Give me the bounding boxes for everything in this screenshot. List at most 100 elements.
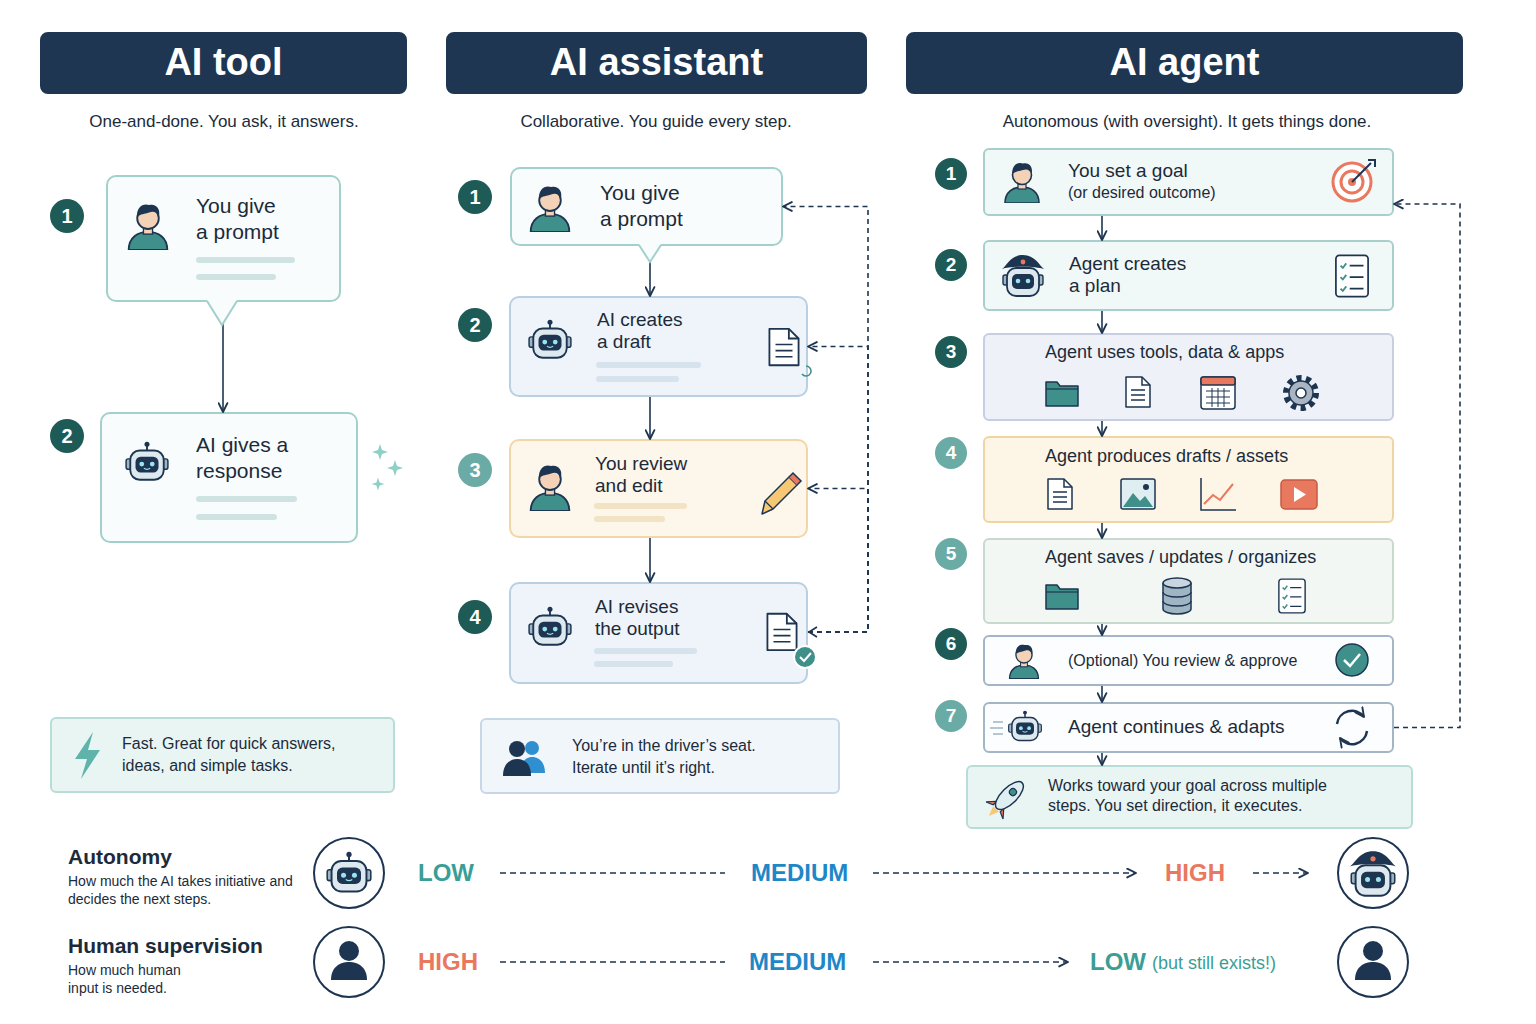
- node-text: AI creates a draft: [597, 309, 697, 355]
- callout-number: 1: [946, 164, 957, 185]
- callout-number: 2: [61, 425, 72, 447]
- asset-icons: [1048, 478, 1317, 510]
- flow-arrow: [1101, 753, 1103, 765]
- callout-number: 5: [946, 544, 957, 565]
- scale-level: HIGH: [418, 949, 478, 975]
- response-box: AI gives a response: [100, 412, 358, 543]
- node-text: Agent saves / updates / organizes: [1045, 547, 1385, 569]
- flow-arrow: [1101, 624, 1103, 635]
- people-icon: [503, 741, 545, 776]
- callout-number: 4: [469, 606, 480, 628]
- process-box: Agent produces drafts / assets: [983, 436, 1394, 523]
- column-subtitle: Autonomous (with oversight). It gets thi…: [1003, 113, 1372, 132]
- feedback-loop-arrow: [783, 207, 868, 633]
- draft-document-icon: [769, 329, 811, 376]
- node-text: AI gives a response: [196, 432, 308, 483]
- process-box: Agent continues & adapts: [983, 702, 1394, 753]
- scale-description: How much the AI takes initiative and dec…: [68, 872, 303, 908]
- loop-arrowhead: [809, 627, 817, 637]
- flow-arrow: [649, 246, 651, 296]
- callout-number: 6: [946, 634, 957, 655]
- node-text: Fast. Great for quick answers, ideas, an…: [122, 733, 372, 776]
- node-text: AI revises the output: [595, 596, 695, 642]
- process-box: AI revises the output: [509, 582, 808, 684]
- sparkle-icon: [372, 444, 403, 490]
- flow-arrow: [649, 397, 651, 439]
- flow-arrow: [1101, 311, 1103, 333]
- scale-level: HIGH: [1165, 860, 1225, 886]
- target-icon: [1333, 160, 1375, 201]
- node-text: You give a prompt: [600, 180, 692, 231]
- callout-number: 1: [61, 205, 72, 227]
- step-circles: [50, 158, 967, 732]
- feedback-loop-arrow: [808, 489, 868, 633]
- avatar-icons: [126, 163, 1044, 740]
- process-box: AI creates a draft: [509, 296, 808, 397]
- rocket-icon: [980, 774, 1030, 824]
- process-box: You review and edit: [509, 439, 808, 538]
- feedback-loop-arrow: [1394, 204, 1460, 728]
- scale-heading: Autonomy: [68, 845, 172, 868]
- process-box: Agent saves / updates / organizes: [983, 538, 1394, 624]
- flow-arrow: [649, 538, 651, 582]
- callout-number: 2: [946, 255, 957, 276]
- flow-arrow: [222, 302, 224, 412]
- callout-number: 3: [946, 342, 957, 363]
- callout-number: 7: [946, 706, 957, 727]
- node-text: Agent continues & adapts: [1068, 716, 1338, 739]
- flow-arrow: [1101, 216, 1103, 240]
- callout-number: 1: [469, 186, 480, 208]
- scale-note: (but still exists!): [1152, 954, 1276, 974]
- node-text: AI assistant: [550, 40, 763, 86]
- scale-level: LOW: [418, 860, 474, 886]
- node-text: (or desired outcome): [1068, 183, 1318, 202]
- check-circle-icon: [1336, 644, 1368, 676]
- prompt-bubble: You give a prompt: [106, 175, 341, 302]
- column-header: AI agent: [906, 32, 1463, 94]
- node-text: Agent produces drafts / assets: [1045, 446, 1385, 468]
- speech-tail: [207, 244, 661, 325]
- scale-heading: Human supervision: [68, 934, 263, 957]
- node-text: You’re in the driver’s seat. Iterate unt…: [572, 735, 804, 778]
- checklist-icon: [1336, 255, 1368, 296]
- column-subtitle: Collaborative. You guide every step.: [520, 113, 791, 132]
- node-text: AI agent: [1110, 40, 1260, 86]
- column-header: AI tool: [40, 32, 407, 94]
- note-box: Fast. Great for quick answers, ideas, an…: [50, 717, 395, 793]
- goal-box: You set a goal(or desired outcome): [983, 148, 1394, 216]
- node-text: Agent uses tools, data & apps: [1045, 342, 1385, 364]
- column-header: AI assistant: [446, 32, 867, 94]
- feedback-loop-arrow: [808, 347, 868, 633]
- scale-description: How much human input is needed.: [68, 961, 214, 997]
- flow-arrow: [1101, 421, 1103, 436]
- storage-icons: [1046, 578, 1305, 614]
- node-text: Agent creates a plan: [1069, 253, 1194, 299]
- scale-level: LOW: [1090, 949, 1146, 975]
- note-box: Works toward your goal across multiple s…: [966, 765, 1413, 829]
- node-text: You give a prompt: [196, 193, 288, 244]
- process-box: Agent creates a plan: [983, 240, 1394, 311]
- flow-arrow: [1101, 686, 1103, 702]
- scale-lines: [500, 873, 1308, 962]
- process-box: Agent uses tools, data & apps: [983, 333, 1394, 421]
- placeholder-lines: [199, 260, 698, 664]
- approved-document-icon: [767, 614, 816, 668]
- node-text: (Optional) You review & approve: [1068, 651, 1338, 670]
- scale-icons: [314, 838, 1408, 997]
- callout-number: 4: [946, 443, 957, 464]
- scale-level: MEDIUM: [749, 949, 846, 975]
- node-text: You review and edit: [595, 453, 695, 499]
- node-text: Works toward your goal across multiple s…: [1048, 776, 1356, 818]
- node-text: AI tool: [164, 40, 282, 86]
- prompt-bubble: You give a prompt: [510, 167, 783, 246]
- column-subtitle: One-and-done. You ask, it answers.: [89, 113, 358, 132]
- scale-level: MEDIUM: [751, 860, 848, 886]
- callout-number: 3: [469, 459, 480, 481]
- note-box: You’re in the driver’s seat. Iterate unt…: [480, 718, 840, 794]
- node-text: You set a goal: [1068, 160, 1318, 183]
- lightning-icon: [75, 732, 100, 779]
- callout-number: 2: [469, 314, 480, 336]
- refresh-icon: [1337, 711, 1367, 744]
- tools-icons: [1046, 377, 1316, 409]
- flow-arrow: [1101, 523, 1103, 538]
